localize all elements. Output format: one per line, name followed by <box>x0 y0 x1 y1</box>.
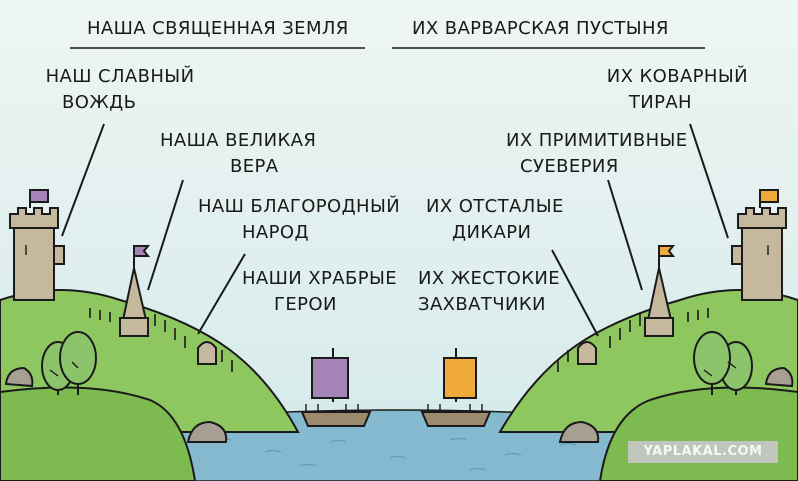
label-line: СУЕВЕРИЯ <box>520 156 619 177</box>
label-line: ВОЖДЬ <box>62 92 137 113</box>
rocks <box>4 366 794 443</box>
water-ripples <box>214 437 577 471</box>
label-line: НАШИ ХРАБРЫЕ <box>242 268 398 289</box>
label-line: ТИРАН <box>628 92 692 113</box>
right-hut <box>577 341 597 365</box>
left-boat <box>300 348 372 427</box>
left-palisade <box>89 308 233 372</box>
watermark: YAPLAKAL.COM <box>628 441 778 463</box>
label-our-people: НАШ БЛАГОРОДНЫЙ НАРОД <box>198 194 400 246</box>
label-line: НАРОД <box>242 222 309 243</box>
right-boat <box>420 348 492 427</box>
label-line: ИХ ОТСТАЛЫЕ <box>426 196 564 217</box>
left-trees <box>41 331 97 395</box>
header-left: НАША СВЯЩЕННАЯ ЗЕМЛЯ <box>87 18 349 39</box>
label-their-invaders: ИХ ЖЕСТОКИЕ ЗАХВАТЧИКИ <box>418 266 560 318</box>
label-line: НАШ БЛАГОРОДНЫЙ <box>198 196 401 217</box>
right-tower <box>731 189 787 301</box>
label-their-superstition: ИХ ПРИМИТИВНЫЕ СУЕВЕРИЯ <box>506 128 688 180</box>
label-our-leader: НАШ СЛАВНЫЙ ВОЖДЬ <box>40 64 200 116</box>
label-our-heroes: НАШИ ХРАБРЫЕ ГЕРОИ <box>242 266 397 318</box>
left-hut <box>197 341 217 365</box>
left-spire <box>119 245 151 337</box>
label-line: ИХ ЖЕСТОКИЕ <box>418 268 561 289</box>
label-line: ВЕРА <box>230 156 279 177</box>
label-our-faith: НАША ВЕЛИКАЯ ВЕРА <box>160 128 316 180</box>
label-their-tyrant: ИХ КОВАРНЫЙ ТИРАН <box>580 64 748 116</box>
left-tower <box>9 189 65 301</box>
pointer-lines <box>61 123 729 337</box>
label-line: НАША ВЕЛИКАЯ <box>160 130 317 151</box>
label-their-savages: ИХ ОТСТАЛЫЕ ДИКАРИ <box>426 194 564 246</box>
right-palisade <box>557 308 709 372</box>
label-line: НАШ СЛАВНЫЙ <box>45 66 195 87</box>
label-line: ЗАХВАТЧИКИ <box>418 294 546 315</box>
right-spire <box>644 245 676 337</box>
label-line: ИХ КОВАРНЫЙ <box>606 66 748 87</box>
label-line: ДИКАРИ <box>452 222 532 243</box>
right-trees <box>693 331 753 395</box>
header-right: ИХ ВАРВАРСКАЯ ПУСТЫНЯ <box>412 18 669 39</box>
label-line: ИХ ПРИМИТИВНЫЕ <box>506 130 688 151</box>
label-line: ГЕРОИ <box>274 294 337 315</box>
